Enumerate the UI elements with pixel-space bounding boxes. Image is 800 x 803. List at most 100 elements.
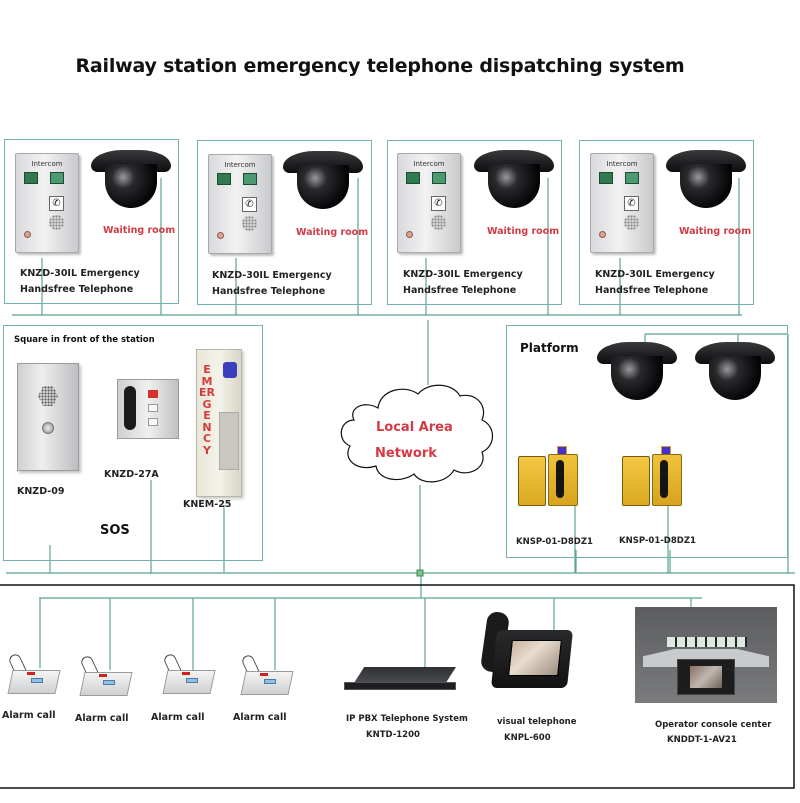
device-model-label: KNZD-30IL Emergency — [212, 270, 332, 281]
device-model-label: KNZD-30IL Emergency — [403, 269, 523, 280]
waiting-room-zone-3 — [387, 140, 562, 305]
visual-telephone-icon — [479, 610, 574, 692]
intercom-panel-label: Intercom — [224, 161, 256, 169]
handset-icon — [660, 460, 668, 498]
dome-camera-icon — [283, 151, 363, 211]
intercom-panel: Intercom ✆ — [15, 153, 79, 253]
intercom-panel-label: Intercom — [31, 160, 63, 168]
camera-lens-icon — [217, 232, 224, 239]
alarm-call-desk-station-icon — [238, 653, 294, 695]
alarm-call-label: Alarm call — [2, 710, 56, 721]
dome-camera-icon — [666, 150, 746, 210]
diagram-title: Railway station emergency telephone disp… — [75, 55, 685, 77]
monitor-wall-icon — [667, 637, 747, 647]
device-model-label: KNSP-01-D8DZ1 — [619, 536, 696, 546]
waiting-room-label: Waiting room — [103, 225, 176, 236]
device-type-label: Handsfree Telephone — [403, 285, 517, 296]
hearing-loop-icon: ✆ — [49, 196, 64, 211]
hearing-loop-icon: ✆ — [431, 196, 446, 211]
waiting-room-zone-4 — [579, 140, 754, 305]
console-model-label: KNDDT-1-AV21 — [667, 735, 737, 745]
station-square-title: Square in front of the station — [14, 335, 155, 345]
device-model-label: KNZD-30IL Emergency — [20, 268, 140, 279]
weatherproof-phone-icon — [518, 446, 588, 506]
speaker-grill-icon — [38, 386, 58, 406]
dome-camera-icon — [597, 342, 677, 402]
intercom-panel: Intercom ✆ — [590, 153, 654, 253]
speak-button-icon — [50, 172, 64, 184]
waiting-room-label: Waiting room — [487, 226, 560, 237]
alarm-call-desk-station-icon — [160, 652, 216, 694]
speaker-grill-icon — [624, 215, 639, 230]
info-key-icon — [148, 404, 158, 412]
speaker-grill-icon — [49, 215, 64, 230]
phone-window-icon — [219, 412, 239, 470]
device-model-label: KNZD-27A — [104, 469, 159, 480]
handset-icon — [556, 460, 564, 498]
alarm-call-label: Alarm call — [151, 712, 205, 723]
device-model-label: KNZD-09 — [17, 486, 65, 497]
handset-icon — [124, 386, 136, 430]
junction-node — [416, 569, 424, 577]
platform-zone — [506, 325, 788, 558]
knzd-27a-phone-icon — [117, 379, 179, 439]
call-button-icon — [24, 172, 38, 184]
camera-lens-icon — [599, 231, 606, 238]
knem-25-emergency-tower-icon: EMERGENCY — [196, 349, 242, 497]
platform-title: Platform — [520, 341, 579, 355]
device-type-label: Handsfree Telephone — [595, 285, 709, 296]
lan-label-line1: Local Area — [376, 420, 453, 435]
dome-camera-icon — [474, 150, 554, 210]
waiting-room-zone-2 — [197, 140, 372, 305]
emergency-panel-text: EMERGENCY — [199, 363, 215, 457]
speaker-grill-icon — [242, 216, 257, 231]
pbx-label: IP PBX Telephone System — [346, 714, 468, 724]
video-screen-icon — [690, 666, 722, 688]
weatherproof-phone-icon — [622, 446, 692, 506]
call-button-icon — [599, 172, 613, 184]
alarm-call-label: Alarm call — [75, 713, 129, 724]
station-square-zone — [3, 325, 263, 561]
waiting-room-label: Waiting room — [296, 227, 369, 238]
local-area-network-cloud-icon — [340, 384, 494, 483]
intercom-panel: Intercom ✆ — [208, 154, 272, 254]
alarm-call-desk-station-icon — [77, 654, 133, 696]
video-screen-icon — [508, 640, 562, 676]
device-type-label: Handsfree Telephone — [212, 286, 326, 297]
visual-phone-label: visual telephone — [497, 717, 577, 727]
emergency-key-icon — [148, 390, 158, 398]
camera-lens-icon — [406, 231, 413, 238]
waiting-room-zone-1 — [4, 139, 179, 304]
device-type-label: Handsfree Telephone — [20, 284, 134, 295]
pbx-model-label: KNTD-1200 — [366, 730, 420, 740]
dome-camera-icon — [91, 150, 171, 210]
speak-button-icon — [432, 172, 446, 184]
intercom-panel: Intercom ✆ — [397, 153, 461, 253]
knzd-09-intercom-icon — [17, 363, 79, 471]
intercom-panel-label: Intercom — [606, 160, 638, 168]
speaker-grill-icon — [431, 215, 446, 230]
dome-camera-icon — [695, 342, 775, 402]
call-button-icon — [42, 422, 54, 434]
camera-lens-icon — [24, 231, 31, 238]
device-model-label: KNSP-01-D8DZ1 — [516, 537, 593, 547]
beacon-lamp-icon — [223, 362, 237, 378]
lan-label-line2: Network — [375, 446, 437, 461]
device-model-label: KNZD-30IL Emergency — [595, 269, 715, 280]
hearing-loop-icon: ✆ — [242, 197, 257, 212]
info-key-icon — [148, 418, 158, 426]
sos-label: SOS — [100, 523, 130, 538]
waiting-room-label: Waiting room — [679, 226, 752, 237]
intercom-panel-label: Intercom — [413, 160, 445, 168]
operator-console-center-icon — [635, 607, 777, 703]
device-model-label: KNEM-25 — [183, 499, 232, 510]
hearing-loop-icon: ✆ — [624, 196, 639, 211]
call-button-icon — [217, 173, 231, 185]
ip-pbx-rack-server-icon — [342, 667, 460, 695]
alarm-call-desk-station-icon — [5, 652, 61, 694]
call-button-icon — [406, 172, 420, 184]
speak-button-icon — [625, 172, 639, 184]
visual-phone-model-label: KNPL-600 — [504, 733, 551, 743]
alarm-call-label: Alarm call — [233, 712, 287, 723]
console-label: Operator console center — [655, 720, 772, 730]
